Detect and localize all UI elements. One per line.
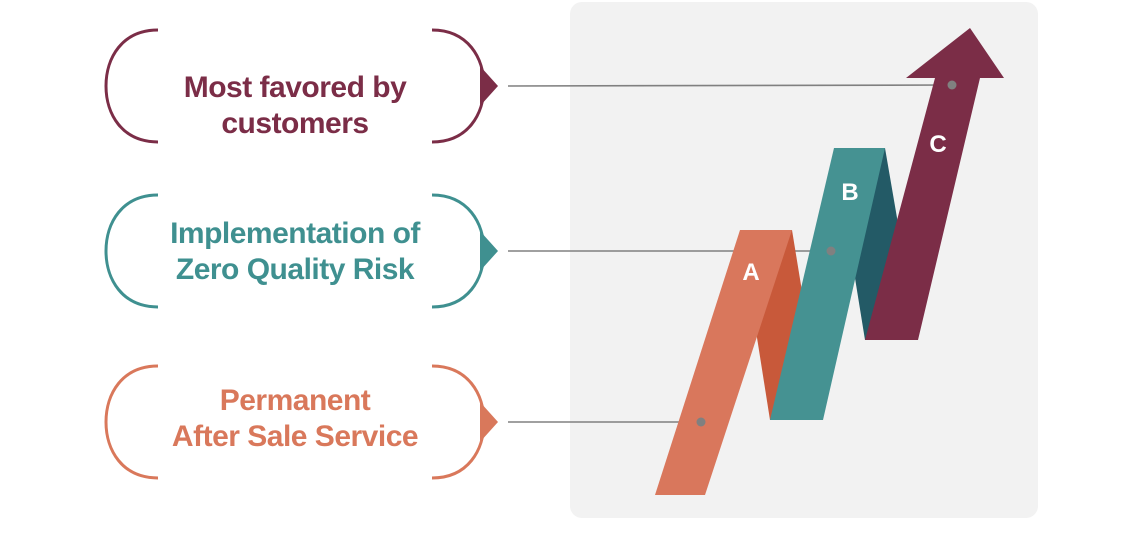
ribbon-c-letter: C <box>929 131 946 158</box>
ribbon-a-letter: A <box>742 259 759 286</box>
bracket-pointer-most-favored <box>480 66 498 106</box>
connector-dot-b <box>826 246 836 256</box>
bracket-pointer-after-sale-service <box>480 402 498 442</box>
label-after-sale-service-line-2: After Sale Service <box>171 420 419 453</box>
label-after-sale-service: Permanent After Sale Service <box>110 383 480 455</box>
label-most-favored-line-1: Most favored by customers <box>183 71 407 140</box>
ribbon-b-letter: B <box>841 179 858 206</box>
label-most-favored: Most favored by customers <box>110 70 480 142</box>
bracket-left-after-sale-service <box>104 364 159 480</box>
label-after-sale-service-line-1: Permanent <box>219 384 371 417</box>
label-zero-quality-risk-line-2: Zero Quality Risk <box>175 253 415 286</box>
bracket-pointer-zero-quality-risk <box>480 231 498 271</box>
ribbon-a-light-face <box>655 230 792 495</box>
label-zero-quality-risk: Implementation of Zero Quality Risk <box>110 216 480 288</box>
label-zero-quality-risk-line-1: Implementation of <box>170 217 420 250</box>
bracket-left-zero-quality-risk <box>104 193 159 309</box>
ribbon-c-arrow <box>865 28 1004 340</box>
connector-dot-c <box>947 80 957 90</box>
bracket-left-most-favored <box>104 28 159 144</box>
connector-line-most-favored <box>507 84 953 87</box>
ribbon-b-light-face <box>770 148 885 420</box>
connector-dot-a <box>696 417 706 427</box>
